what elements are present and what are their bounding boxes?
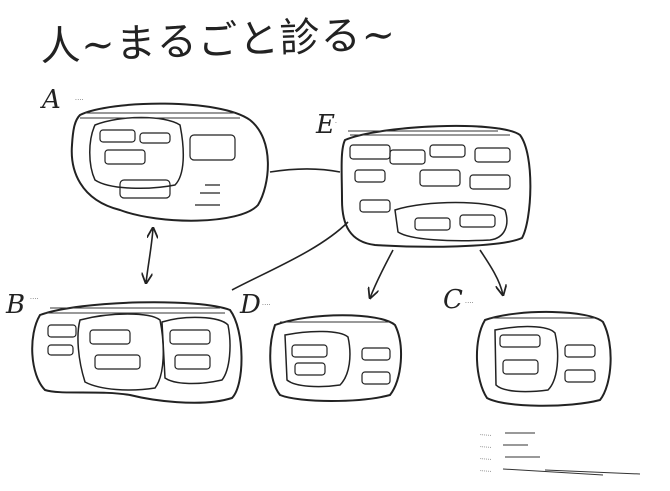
arrow-e-d — [370, 249, 394, 298]
cluster-b — [31, 301, 243, 404]
node-note-a: .... — [75, 95, 84, 102]
node-note-b: .... — [30, 294, 39, 301]
legend-item: ...... — [479, 430, 492, 438]
arrow-e-c — [479, 249, 503, 295]
node-label-d: D — [240, 290, 261, 320]
scribbles — [45, 112, 595, 323]
cluster-d — [269, 314, 402, 402]
legend-item: ...... — [479, 442, 492, 450]
legend-item: ...... — [479, 454, 492, 462]
node-note-d: .... — [262, 300, 271, 307]
node-note-e: · — [335, 120, 338, 127]
cluster-a — [70, 102, 269, 222]
connectors — [146, 168, 503, 298]
cluster-c — [476, 311, 612, 407]
node-label-b: B — [6, 290, 26, 320]
page-title: 人~まるごと診る~ — [39, 11, 397, 71]
connector-b-e — [231, 221, 349, 291]
arrow-a-b — [146, 228, 153, 283]
node-label-a: A — [42, 85, 61, 115]
connector-a-e — [269, 168, 341, 173]
node-label-e: E — [316, 110, 335, 140]
node-label-c: C — [443, 285, 463, 315]
cluster-e — [340, 124, 532, 248]
node-note-c: .... — [465, 298, 474, 305]
legend-item: ...... — [479, 466, 492, 474]
